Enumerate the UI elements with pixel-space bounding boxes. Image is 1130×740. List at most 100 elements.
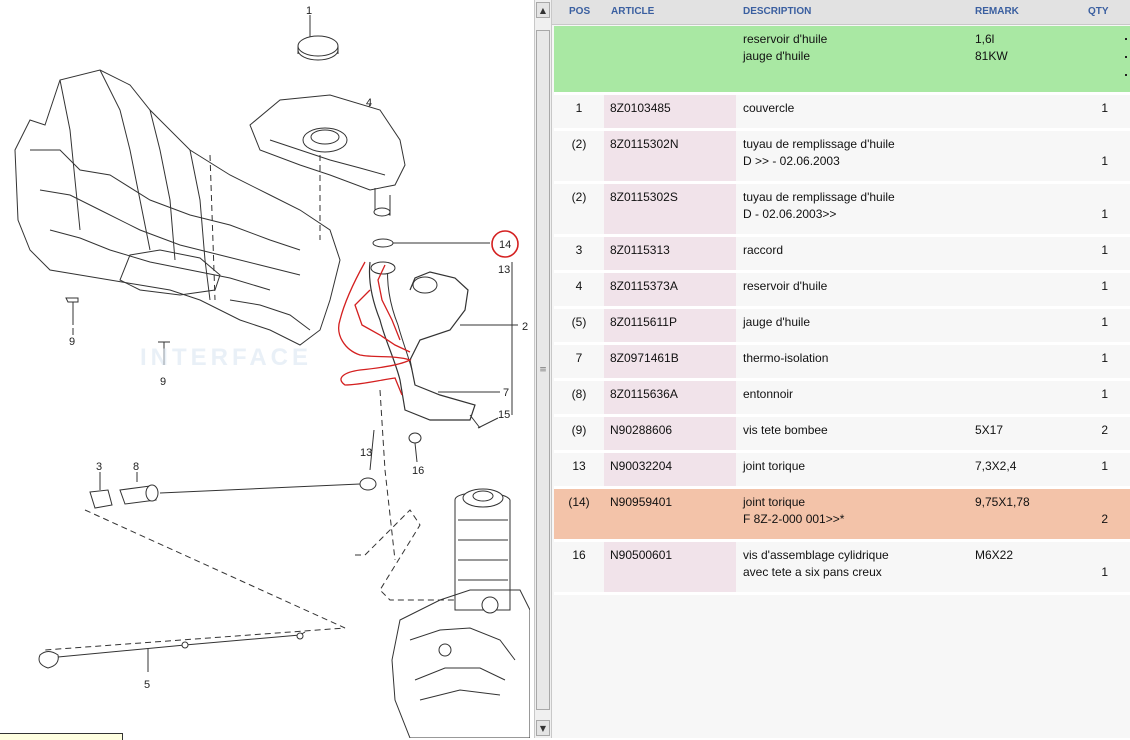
article-cell-bg: [604, 131, 736, 181]
status-box: [0, 733, 123, 740]
vertical-scrollbar[interactable]: ▲ ≡ ▼: [534, 0, 552, 738]
row-description: raccord: [743, 243, 784, 257]
article-cell-bg: [604, 381, 736, 414]
summary-remark-2: 81KW: [975, 49, 1008, 63]
row-remark: M6X22: [975, 548, 1014, 562]
summary-description-1: reservoir d'huile: [743, 32, 828, 46]
row-remark: 7,3X2,4: [975, 459, 1017, 473]
row-article[interactable]: 8Z0115373A: [610, 279, 678, 293]
row-pos: 7: [575, 351, 583, 365]
row-remark: 5X17: [975, 423, 1004, 437]
summary-row: reservoir d'huile jauge d'huile 1,6l 81K…: [554, 26, 1130, 95]
row-description: thermo-isolation: [743, 351, 829, 365]
row-article[interactable]: 8Z0115611P: [610, 315, 677, 329]
watermark-text: INTERFACE: [140, 344, 312, 371]
row-article[interactable]: 8Z0103485: [610, 101, 671, 115]
row-description: joint torique: [743, 495, 806, 509]
row-article[interactable]: N90500601: [610, 548, 673, 562]
row-qty: 1: [1101, 207, 1108, 221]
table-row[interactable]: (5) 8Z0115611P jauge d'huile 1: [554, 309, 1130, 345]
row-description: avec tete a six pans creux: [743, 565, 882, 579]
table-row[interactable]: (9) N90288606 vis tete bombee 5X17 2: [554, 417, 1130, 453]
row-qty: 1: [1101, 154, 1108, 168]
header-qty[interactable]: QTY: [1088, 6, 1109, 17]
callout-9b: 9: [160, 376, 166, 388]
scroll-down-button[interactable]: ▼: [536, 720, 550, 736]
row-article[interactable]: 8Z0115302N: [610, 137, 679, 151]
row-qty: 1: [1101, 279, 1108, 293]
header-pos[interactable]: POS: [569, 6, 591, 17]
callout-4: 4: [366, 97, 372, 109]
table-row[interactable]: 3 8Z0115313 raccord 1: [554, 237, 1130, 273]
callout-1: 1: [306, 5, 312, 17]
article-cell-bg: [604, 237, 736, 270]
row-qty: 2: [1101, 423, 1108, 437]
row-pos: (8): [571, 387, 587, 401]
diagram-drawing: INTERFACE 1 4 14 13 2 7 15 9 9 13 16 3 8…: [14, 5, 530, 738]
row-description: D >> - 02.06.2003: [743, 154, 840, 168]
callout-2: 2: [522, 321, 528, 333]
row-qty: 2: [1101, 512, 1108, 526]
row-article[interactable]: 8Z0115302S: [610, 190, 678, 204]
row-pos: (9): [571, 423, 587, 437]
row-qty: 1: [1101, 315, 1108, 329]
summary-description-2: jauge d'huile: [743, 49, 811, 63]
engine-bay-outline: [14, 69, 341, 346]
article-cell-bg: [604, 417, 736, 450]
callout-9a: 9: [69, 336, 75, 348]
row-description: vis tete bombee: [743, 423, 828, 437]
callout-14: 14: [499, 239, 511, 251]
scroll-thumb[interactable]: ≡: [536, 30, 550, 710]
callout-16: 16: [412, 465, 424, 477]
row-qty: 1: [1101, 565, 1108, 579]
row-description: tuyau de remplissage d'huile: [743, 137, 895, 151]
article-cell-bg: [604, 273, 736, 306]
table-header: POS ARTICLE DESCRIPTION REMARK QTY: [552, 0, 1130, 25]
header-description[interactable]: DESCRIPTION: [743, 6, 812, 17]
row-article[interactable]: N90959401: [610, 495, 673, 509]
row-pos: 3: [575, 243, 583, 257]
row-description: jauge d'huile: [743, 315, 811, 329]
row-article[interactable]: 8Z0115313: [610, 243, 670, 257]
summary-remark-1: 1,6l: [975, 32, 995, 46]
row-description: vis d'assemblage cylidrique: [743, 548, 889, 562]
overflow-marker: [1122, 26, 1130, 92]
row-article[interactable]: N90288606: [610, 423, 673, 437]
article-cell-bg: [604, 345, 736, 378]
red-annotation-scribble: [338, 261, 412, 396]
article-cell-bg: [604, 184, 736, 234]
row-qty: 1: [1101, 459, 1108, 473]
row-description: F 8Z-2-000 001>>*: [743, 512, 845, 526]
row-article[interactable]: 8Z0115636A: [610, 387, 678, 401]
row-remark: 9,75X1,78: [975, 495, 1030, 509]
row-qty: 1: [1101, 243, 1108, 257]
row-pos: (5): [571, 315, 587, 329]
row-pos: (14): [568, 495, 590, 509]
callout-8: 8: [133, 461, 139, 473]
row-pos: 1: [575, 101, 583, 115]
header-remark[interactable]: REMARK: [975, 6, 1019, 17]
callout-13b: 13: [360, 447, 372, 459]
header-article[interactable]: ARTICLE: [611, 6, 655, 17]
callout-15: 15: [498, 409, 510, 421]
parts-diagram: INTERFACE 1 4 14 13 2 7 15 9 9 13 16 3 8…: [0, 0, 530, 738]
callout-3: 3: [96, 461, 102, 473]
scroll-up-button[interactable]: ▲: [536, 2, 550, 18]
callout-7: 7: [503, 387, 509, 399]
row-pos: 4: [575, 279, 583, 293]
article-cell-bg: [604, 453, 736, 486]
row-article[interactable]: N90032204: [610, 459, 673, 473]
table-row[interactable]: (14) N90959401 joint torique F 8Z-2-000 001…: [554, 489, 1130, 542]
row-pos: 13: [572, 459, 586, 473]
article-cell-bg: [604, 95, 736, 128]
row-description: D - 02.06.2003>>: [743, 207, 837, 221]
row-article[interactable]: 8Z0971461B: [610, 351, 679, 365]
